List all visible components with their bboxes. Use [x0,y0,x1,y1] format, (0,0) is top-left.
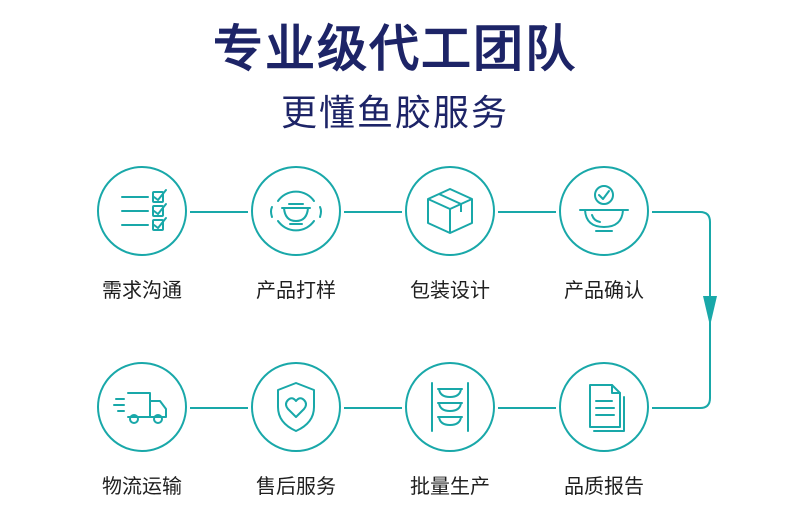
step-mass-production: 批量生产 [380,362,520,498]
step-circle [97,362,187,452]
step-circle [405,362,495,452]
step-product-confirmation: 产品确认 [534,166,674,302]
checklist-icon [121,189,167,231]
step-circle [251,362,341,452]
down-arrow-icon [703,296,717,326]
step-quality-report: 品质报告 [534,362,674,498]
step-label: 物流运输 [102,474,182,498]
step-packaging-design: 包装设计 [380,166,520,302]
step-label: 包装设计 [410,278,490,302]
page-title: 专业级代工团队 [213,20,577,78]
box-icon [427,188,473,234]
step-label: 产品打样 [256,278,336,302]
shield-heart-icon [277,382,315,432]
step-label: 产品确认 [564,278,644,302]
step-product-sampling: 产品打样 [226,166,366,302]
step-label: 需求沟通 [102,278,182,302]
step-logistics-transport: 物流运输 [72,362,212,498]
report-document-icon [589,384,625,432]
step-circle [559,362,649,452]
step-circle [251,166,341,256]
step-circle [405,166,495,256]
step-label: 售后服务 [256,474,336,498]
step-requirement-communication: 需求沟通 [72,166,212,302]
stacked-bowls-icon [431,382,469,432]
step-label: 批量生产 [410,474,490,498]
bowl-check-icon [579,185,629,232]
bowl-sample-icon [270,190,322,232]
page-subtitle: 更懂鱼胶服务 [280,93,509,134]
step-circle [559,166,649,256]
step-after-sales-service: 售后服务 [226,362,366,498]
step-circle [97,166,187,256]
step-label: 品质报告 [564,474,644,498]
delivery-truck-icon [113,392,167,424]
